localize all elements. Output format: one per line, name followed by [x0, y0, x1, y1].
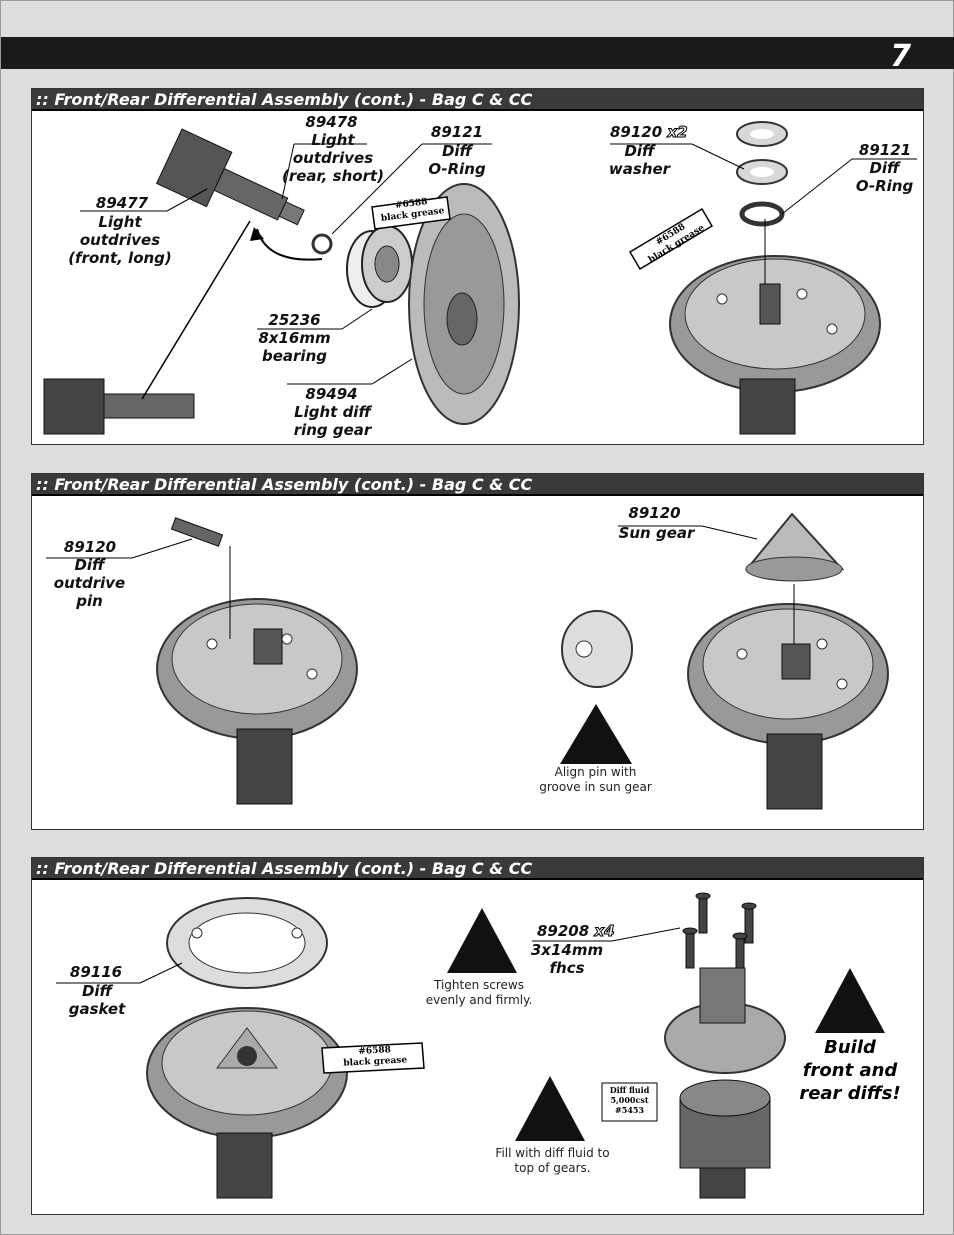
sun-gear-number: 89120 — [628, 504, 681, 522]
diff-pin-number: 89120 — [63, 538, 117, 556]
part-89494-number: 89494 — [305, 385, 358, 403]
panel-header: :: Front/Rear Differential Assembly (con… — [32, 858, 923, 880]
step-panel-3: :: Front/Rear Differential Assembly (con… — [31, 857, 924, 1215]
outdrive-ring-gear-illustration — [43, 121, 917, 435]
diff-pin-name: Diff outdrive pin — [53, 556, 126, 610]
build-note: Build front and rear diffs! — [799, 1037, 901, 1104]
part-89121-b-number: 89121 — [858, 141, 912, 159]
part-89121-name: Diff O-Ring — [428, 142, 486, 178]
panel-header: :: Front/Rear Differential Assembly (con… — [32, 474, 923, 496]
gasket-number: 89116 — [69, 963, 123, 981]
fluid-note: Fill with diff fluid to top of gears. — [495, 1146, 610, 1175]
fluid-code: #5453 — [615, 1105, 644, 1115]
part-25236-name: 8x16mm bearing — [258, 329, 331, 365]
part-89478-number: 89478 — [305, 113, 358, 131]
screws-code: 89208 — [537, 922, 590, 940]
screws-qty: x4 — [594, 922, 615, 941]
part-89120-code: 89120 — [610, 123, 663, 141]
panel-title: :: Front/Rear Differential Assembly (con… — [36, 475, 533, 494]
part-25236-number: 25236 — [268, 311, 321, 329]
screws-name: 3x14mm fhcs — [530, 941, 604, 977]
part-89120-qty: x2 — [667, 123, 688, 142]
align-pin-note: Align pin with groove in sun gear — [539, 765, 652, 794]
grease-name: black grease — [343, 1055, 408, 1069]
step-panel-2: :: Front/Rear Differential Assembly (con… — [31, 473, 924, 830]
part-89478-name: Light outdrives (rear, short) — [282, 131, 384, 185]
panel-title: :: Front/Rear Differential Assembly (con… — [36, 90, 533, 109]
part-89120-number: 89120 x2 — [610, 123, 700, 142]
part-89477-number: 89477 — [95, 194, 149, 212]
grease-code: #6588 — [358, 1045, 392, 1057]
gasket-name: Diff gasket — [68, 982, 126, 1018]
screws-number: 89208 x4 — [537, 922, 647, 941]
step-panel-1: :: Front/Rear Differential Assembly (con… — [31, 88, 924, 445]
gasket-screws-illustration — [56, 892, 885, 1199]
part-89121-b-name: Diff O-Ring — [855, 159, 914, 195]
page-number: 7 — [890, 39, 911, 74]
tighten-note: Tighten screws evenly and firmly. — [425, 978, 533, 1007]
page-header-bar — [1, 37, 954, 69]
part-89494-name: Light diff ring gear — [293, 403, 372, 439]
fluid-weight: 5,000cst — [610, 1095, 649, 1105]
part-89120-name: Diff washer — [608, 142, 671, 178]
panel-header: :: Front/Rear Differential Assembly (con… — [32, 89, 923, 111]
panel-title: :: Front/Rear Differential Assembly (con… — [36, 859, 533, 878]
fluid-name: Diff fluid — [609, 1085, 650, 1095]
sun-gear-pin-illustration — [46, 512, 889, 810]
sun-gear-name: Sun gear — [618, 524, 695, 542]
part-89477-name: Light outdrives (front, long) — [68, 213, 172, 267]
part-89121-number: 89121 — [430, 123, 484, 141]
